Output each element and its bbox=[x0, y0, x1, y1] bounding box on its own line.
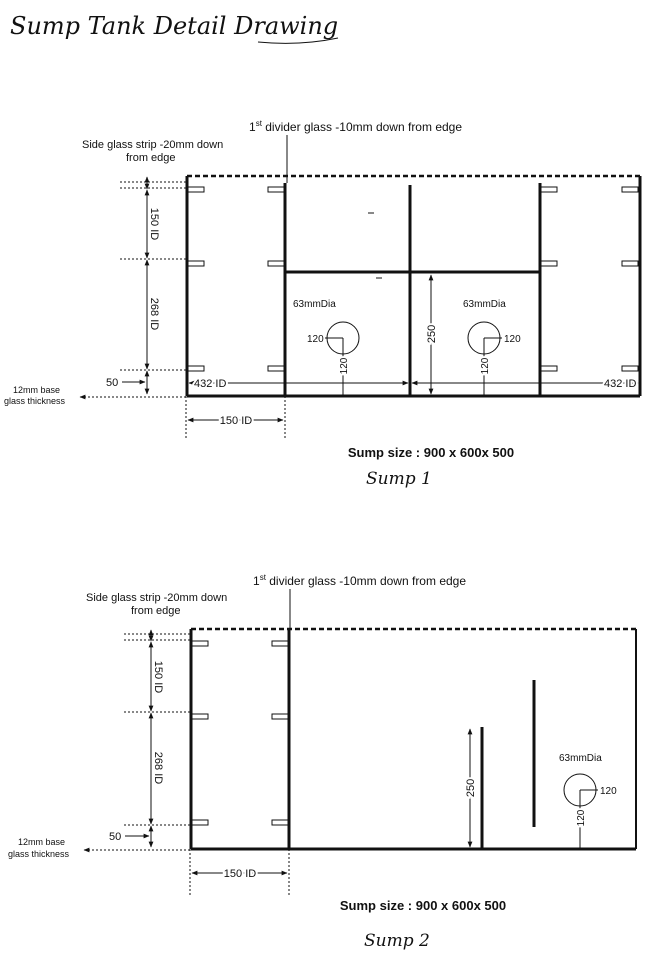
sump1-clip bbox=[540, 186, 558, 193]
drawing-title: Sump Tank Detail Drawing bbox=[10, 12, 338, 40]
sump1-clip bbox=[621, 186, 639, 193]
sump2-clip bbox=[191, 640, 209, 647]
sump2-clip bbox=[271, 640, 289, 647]
sump2-caption: Sump 2 bbox=[364, 931, 430, 951]
sump1-clip bbox=[540, 260, 558, 267]
sump1-dim-50: 50 bbox=[106, 377, 118, 389]
sump1-clip bbox=[187, 186, 205, 193]
sump1-hole-right-v-label: 120 bbox=[480, 357, 491, 374]
sump-2-drawing: 1st divider glass -10mm down from edge S… bbox=[8, 573, 637, 951]
sump2-hole-v-label: 120 bbox=[576, 809, 587, 826]
sump1-clip bbox=[187, 260, 205, 267]
sump1-hole-left-label: 63mmDia bbox=[293, 299, 336, 310]
sump1-size: Sump size : 900 x 600x 500 bbox=[348, 445, 514, 460]
sump1-base-line2: glass thickness bbox=[4, 396, 66, 406]
sump1-clip bbox=[267, 186, 285, 193]
sump1-hole-right-label: 63mmDia bbox=[463, 299, 506, 310]
sump1-clip bbox=[621, 365, 639, 372]
sump1-dim-432-left: 432 ID bbox=[194, 378, 226, 390]
title-underline bbox=[257, 37, 339, 44]
sump2-clip bbox=[271, 819, 289, 826]
sump2-side-strip-line1: Side glass strip -20mm down bbox=[86, 592, 227, 604]
sump1-clip bbox=[621, 260, 639, 267]
sump1-clip bbox=[187, 365, 205, 372]
sump1-clip bbox=[267, 260, 285, 267]
sump1-base-line1: 12mm base bbox=[13, 385, 60, 395]
sump2-dim-150-horizontal: 150 ID bbox=[224, 868, 256, 880]
sump2-dim-50: 50 bbox=[109, 831, 121, 843]
sump1-divider-note: 1st divider glass -10mm down from edge bbox=[249, 119, 462, 134]
sump2-clip bbox=[271, 713, 289, 720]
sump1-caption: Sump 1 bbox=[366, 469, 432, 489]
sump2-clip bbox=[191, 713, 209, 720]
sump1-side-strip-line1: Side glass strip -20mm down bbox=[82, 139, 223, 151]
sump2-hole-h-label: 120 bbox=[600, 786, 617, 797]
sump2-hole-label: 63mmDia bbox=[559, 753, 602, 764]
sump1-dim-432-right: 432 ID bbox=[604, 378, 636, 390]
sump2-dim-268-vertical: 268 ID bbox=[152, 752, 164, 784]
sump1-clip bbox=[540, 365, 558, 372]
sump1-dim-150-horizontal: 150 ID bbox=[220, 415, 252, 427]
sump1-hole-left-h-label: 120 bbox=[307, 334, 324, 345]
sump1-dim-268-vertical: 268 ID bbox=[148, 298, 160, 330]
sump1-dim-150-vertical: 150 ID bbox=[148, 208, 160, 240]
sump2-dim-150-vertical: 150 ID bbox=[152, 661, 164, 693]
sump1-hole-right-h-label: 120 bbox=[504, 334, 521, 345]
sump-1-drawing: 1st divider glass -10mm down from edge S… bbox=[4, 119, 642, 489]
sump1-dim-250: 250 bbox=[426, 325, 438, 343]
sump1-hole-left-v-label: 120 bbox=[339, 357, 350, 374]
sump2-clip bbox=[191, 819, 209, 826]
sump2-size: Sump size : 900 x 600x 500 bbox=[340, 898, 506, 913]
sump1-clip bbox=[267, 365, 285, 372]
sump2-base-line2: glass thickness bbox=[8, 849, 70, 859]
sump2-side-strip-line2: from edge bbox=[131, 605, 181, 617]
sump2-dim-250: 250 bbox=[465, 779, 477, 797]
sump2-divider-note: 1st divider glass -10mm down from edge bbox=[253, 573, 466, 588]
sump2-base-line1: 12mm base bbox=[18, 837, 65, 847]
sump1-side-strip-line2: from edge bbox=[126, 152, 176, 164]
